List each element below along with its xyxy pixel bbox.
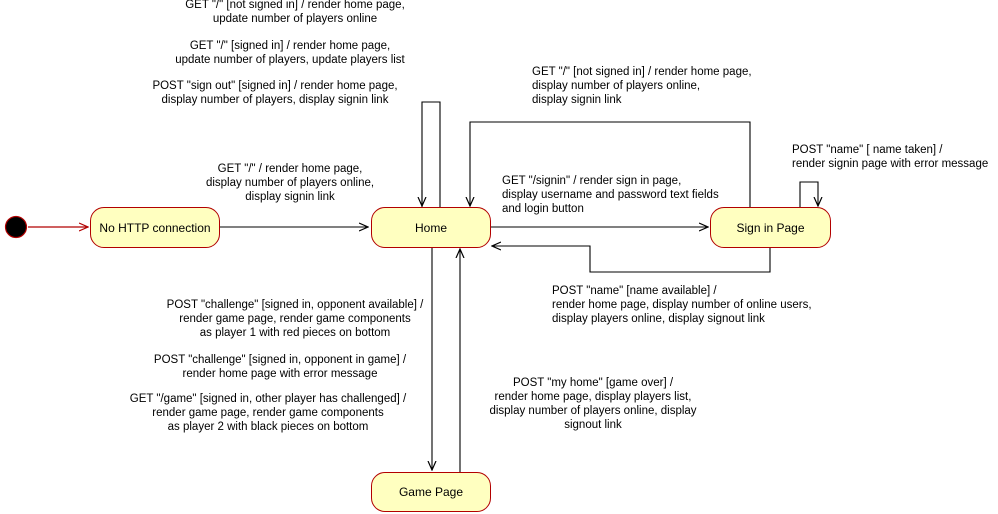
state-no-http: No HTTP connection [90,207,220,248]
state-home: Home [371,207,491,248]
label-game-to-home: POST "my home" [game over] / render home… [489,377,697,431]
label-home-self-1: GET "/" [not signed in] / render home pa… [185,0,405,25]
label-home-to-game-3: GET "/game" [signed in, other player has… [129,393,407,433]
state-home-label: Home [414,220,447,235]
label-signin-to-home-bottom: POST "name" [name available] / render ho… [552,285,812,325]
label-home-self-2: GET "/" [signed in] / render home page, … [175,40,405,66]
label-home-self-3: POST "sign out" [signed in] / render hom… [152,80,398,106]
state-game: Game Page [371,472,491,512]
edge-signin-to-home-bottom [492,246,771,273]
edge-signin-self [799,181,818,207]
state-game-label: Game Page [398,485,464,499]
state-no-http-label: No HTTP connection [99,220,211,235]
edge-signin-to-home-top [470,121,751,207]
label-home-to-game-1: POST "challenge" [signed in, opponent av… [166,299,424,339]
state-signin: Sign in Page [710,207,831,248]
label-signin-self: POST "name" [ name taken] / render signi… [792,144,989,170]
edge-home-self [421,101,441,207]
label-signin-to-home-top: GET "/" [not signed in] / render home pa… [532,66,752,106]
label-nohttp-to-home: GET "/" / render home page, display numb… [205,163,375,203]
initial-node [4,215,28,239]
label-home-to-signin: GET "/signin" / render sign in page, dis… [502,175,719,215]
label-home-to-game-2: POST "challenge" [signed in, opponent in… [153,354,407,380]
state-signin-label: Sign in Page [736,220,805,235]
